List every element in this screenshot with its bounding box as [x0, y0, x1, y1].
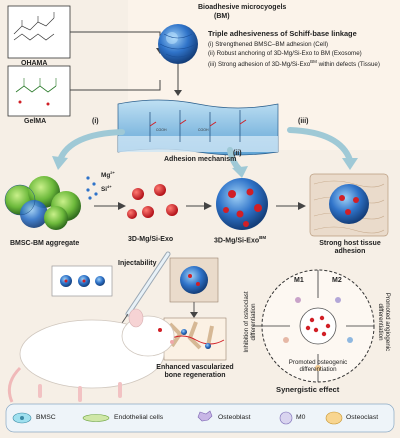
m1-label: M1: [294, 277, 304, 284]
injection-panel: [51, 265, 113, 297]
synergistic-circle: [261, 269, 375, 383]
ohama-structure: [7, 5, 71, 59]
rat-illustration: [7, 308, 175, 403]
triple-item-iii: (iii) Strong adhesion of 3D-Mg/Si-ExoBM …: [208, 59, 380, 69]
bmsc-bm-aggregate-label: BMSC-BM aggregate: [10, 240, 80, 247]
inhibition-osteoclast-label: Inhibition of osteoclast differentiation: [243, 291, 257, 353]
svg-text:COOH: COOH: [198, 128, 209, 132]
mechanism-i-label: (i): [92, 118, 99, 125]
exo-bm-sphere: [216, 178, 268, 230]
synergistic-effect-label: Synergistic effect: [276, 385, 340, 394]
legend-bar: [5, 403, 395, 433]
legend-osteoblast-label: Osteoblast: [218, 414, 251, 421]
gelma-structure: [7, 65, 71, 117]
legend-endothelial-label: Endothelial cells: [114, 414, 164, 421]
exo-bm-label: 3D-Mg/Si-ExoBM: [214, 235, 267, 245]
m2-label: M2: [332, 277, 342, 284]
si-ion-label: Si4+: [101, 184, 112, 194]
bm-title: Bioadhesive microcyogels: [198, 4, 287, 11]
svg-text:COOH: COOH: [156, 128, 167, 132]
adhesion-mechanism-label: Adhesion mechanism: [164, 156, 237, 163]
adhesion-mechanism-panel: COOH COOH: [117, 99, 279, 156]
injectability-label: Injectability: [118, 260, 157, 267]
mechanism-iii-label: (iii): [298, 118, 309, 125]
ion-dots: [86, 176, 98, 200]
gelma-label: GelMA: [24, 118, 47, 125]
host-tissue-panel: [309, 173, 389, 237]
osteoclast-icon: [325, 411, 343, 425]
triple-title: Triple adhesiveness of Schiff-base linka…: [208, 29, 357, 38]
triple-item-i: (i) Strengthened BMSC–BM adhesion (Cell): [208, 41, 329, 48]
legend-m0-label: M0: [296, 414, 306, 421]
bone-regeneration-panel: [163, 317, 227, 361]
mg-ion-label: Mg2+: [101, 170, 115, 180]
endothelial-cell-icon: [82, 414, 110, 422]
mechanism-ii-label: (ii): [233, 150, 242, 157]
exo-label: 3D-Mg/Si-Exo: [128, 236, 174, 243]
triple-item-ii: (ii) Robust anchoring of 3D-Mg/Si-Exo to…: [208, 50, 362, 57]
bmsc-bm-aggregate: [4, 176, 81, 230]
promoted-angiogenic-label: Promoted angiogenic differentiation: [377, 292, 391, 352]
defect-panel: [169, 257, 219, 303]
legend-bmsc-label: BMSC: [36, 414, 56, 421]
ohama-label: OHAMA: [21, 60, 48, 67]
bm-abbr: (BM): [214, 13, 230, 20]
legend-osteoclast-label: Osteoclast: [346, 414, 379, 421]
osteoblast-icon: [197, 410, 213, 422]
exosome-cluster: [127, 184, 178, 219]
bioadhesive-microcryogel: [158, 24, 198, 64]
macrophage-icon: [279, 411, 293, 425]
